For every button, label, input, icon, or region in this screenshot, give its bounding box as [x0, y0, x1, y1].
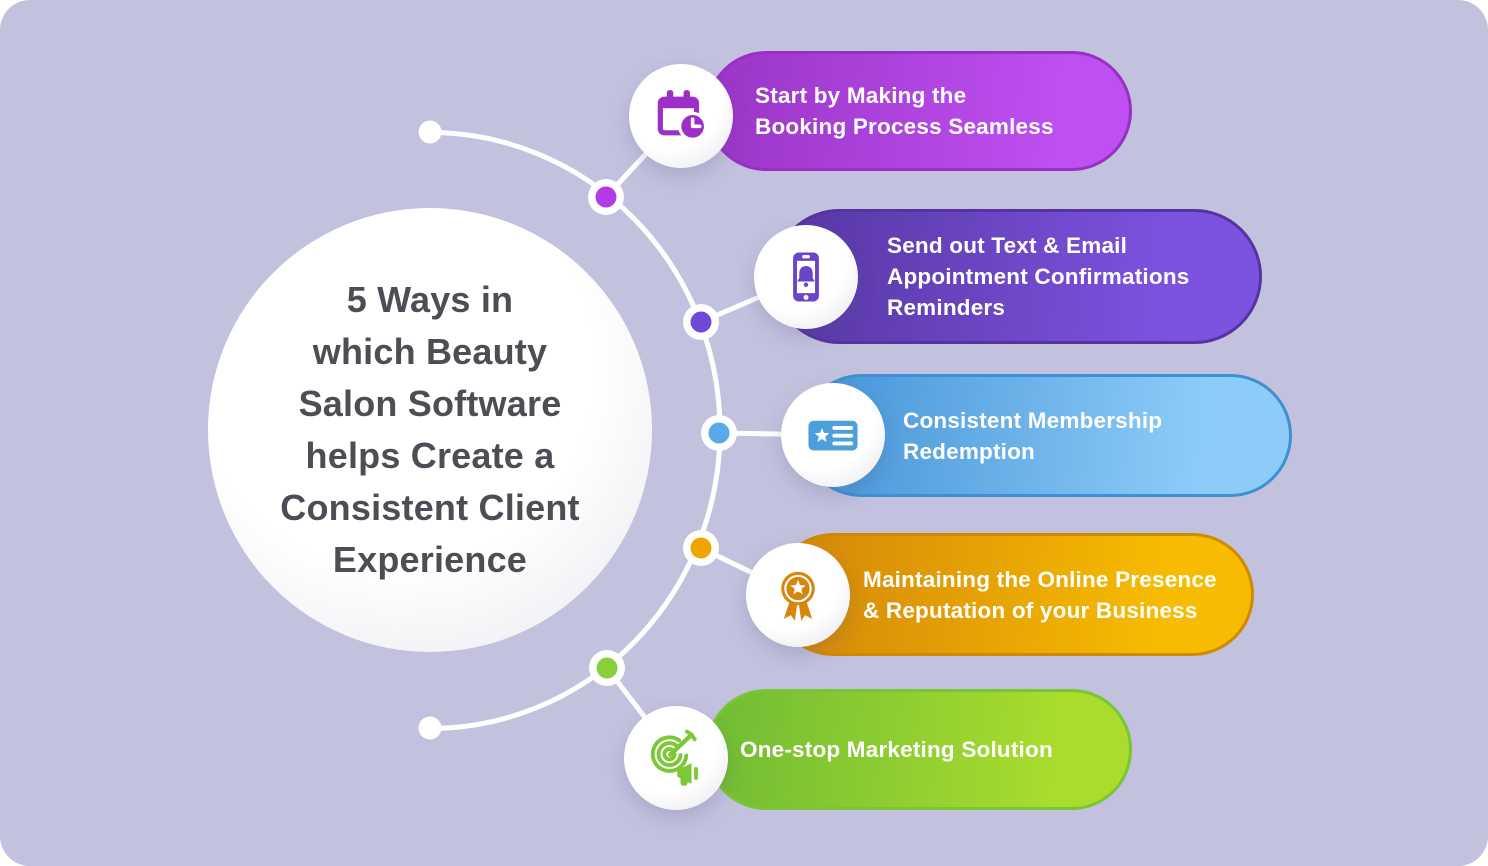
step-label: Start by Making the Booking Process Seam… — [755, 83, 1054, 139]
phone-bell-icon — [793, 252, 819, 302]
step-pill-marketing: One-stop Marketing Solution — [706, 689, 1132, 810]
step-pill-booking: Start by Making the Booking Process Seam… — [706, 51, 1132, 171]
title-circle: 5 Ways in which Beauty Salon Software he… — [208, 208, 652, 652]
award-ribbon-icon — [781, 571, 815, 621]
calendar-clock-icon — [657, 90, 708, 141]
step-dot-3 — [701, 415, 737, 451]
step-icon-circle-3 — [781, 383, 885, 487]
step-icon-circle-4 — [746, 543, 850, 647]
step-dot-2 — [683, 304, 719, 340]
step-label: One-stop Marketing Solution — [740, 737, 1053, 762]
arc-endpoint-dot-top — [418, 120, 442, 144]
step-icon-circle-1 — [629, 64, 733, 168]
step-dot-4 — [683, 530, 719, 566]
step-label: Send out Text & Email Appointment Confir… — [887, 233, 1190, 320]
step-dot-1 — [588, 179, 624, 215]
step-label: Maintaining the Online Presence & Reputa… — [863, 566, 1217, 623]
step-label: Consistent Membership Redemption — [903, 407, 1163, 464]
step-icon-circle-2 — [754, 225, 858, 329]
infographic-title: 5 Ways in which Beauty Salon Software he… — [280, 279, 580, 580]
marketing-target-icon — [650, 729, 698, 786]
arc-endpoint-dot-bottom — [418, 716, 442, 740]
step-dot-5 — [589, 650, 625, 686]
step-icon-circle-5 — [624, 706, 728, 810]
step-pill-reputation: Maintaining the Online Presence & Reputa… — [772, 533, 1254, 656]
membership-card-icon — [808, 420, 858, 451]
